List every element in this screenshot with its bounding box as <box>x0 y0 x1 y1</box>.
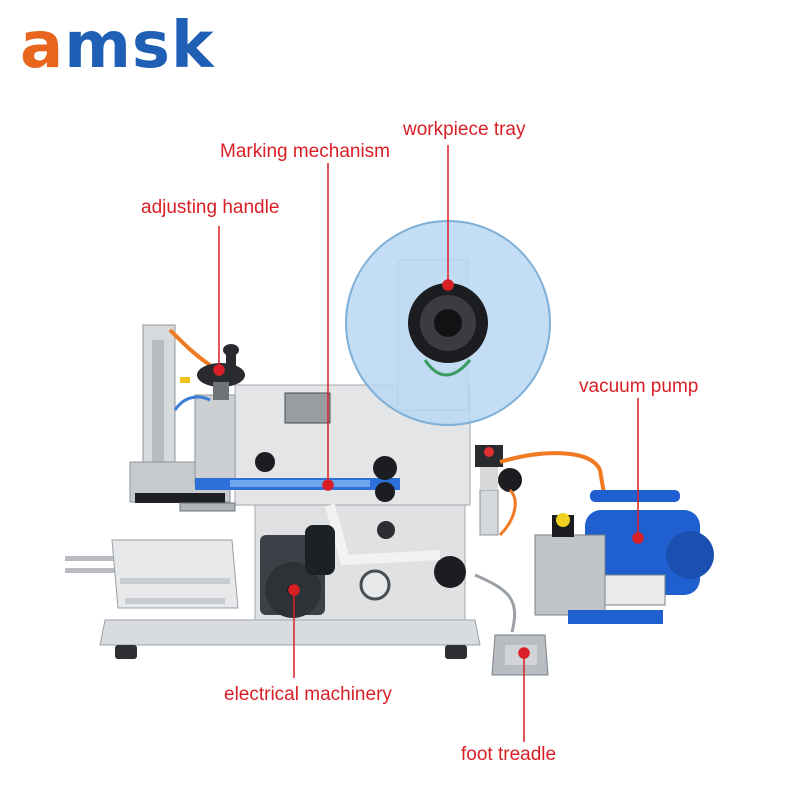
knob-stem <box>226 348 236 368</box>
blue-hose <box>173 395 211 411</box>
label-electrical-machinery: electrical machinery <box>224 684 392 705</box>
backing-paper <box>325 503 441 566</box>
knob-shaft <box>213 382 229 400</box>
pointer-dot-foot-treadle <box>518 647 530 659</box>
pump-hose-orange <box>499 451 607 501</box>
pump-motor <box>585 510 700 595</box>
air-filter-base <box>480 467 498 490</box>
motor-cap <box>305 525 335 575</box>
pump-base <box>568 610 663 624</box>
peel-plate <box>179 502 236 512</box>
head-black-pad <box>135 493 225 503</box>
roller-1 <box>255 452 275 472</box>
pump-body <box>534 534 606 616</box>
roller-3 <box>375 482 395 502</box>
knob-top <box>223 344 239 356</box>
pointer-dot-adjusting-handle <box>213 364 225 376</box>
treadle-cable <box>474 573 517 633</box>
label-foot-treadle: foot treadle <box>461 744 557 765</box>
orange-hose <box>168 328 212 367</box>
roller-6 <box>434 556 466 588</box>
roller-2 <box>373 456 397 480</box>
pointer-dot-marking-mechanism <box>322 479 334 491</box>
air-filter-bowl <box>479 489 499 536</box>
marking-head <box>284 392 331 424</box>
workpiece-table <box>111 539 239 609</box>
air-valve-red <box>484 447 494 457</box>
reel-hub-inner <box>434 309 462 337</box>
label-vacuum-pump: vacuum pump <box>579 376 699 397</box>
pointer-dot-electrical-machinery <box>288 584 300 596</box>
pump-oil-cap-yellow <box>556 513 570 527</box>
pump-handle <box>590 490 680 502</box>
air-regulator <box>498 468 522 492</box>
logo-letter-a: a <box>20 9 65 83</box>
pump-end-cap <box>666 531 714 579</box>
base-foot-right <box>445 645 467 659</box>
pointer-dot-vacuum-pump <box>632 532 644 544</box>
pump-label <box>604 574 666 606</box>
base-foot-left <box>115 645 137 659</box>
label-adjusting-handle: adjusting handle <box>141 197 280 218</box>
brand-logo: amsk <box>20 6 215 86</box>
label-workpiece-tray: workpiece tray <box>403 119 526 140</box>
left-column-inner <box>152 340 164 480</box>
table-bar-2 <box>125 598 225 604</box>
logo-letters-msk: msk <box>64 9 215 83</box>
adjust-block <box>194 394 236 486</box>
pointer-dot-workpiece-tray <box>442 279 454 291</box>
label-marking-mechanism: Marking mechanism <box>220 141 390 162</box>
reel-clip <box>423 359 472 377</box>
roller-5 <box>359 569 391 601</box>
label-strip <box>230 480 370 487</box>
base-plate <box>99 619 481 646</box>
pump-hose-orange-2 <box>498 488 517 537</box>
table-bar <box>120 578 230 584</box>
roller-4 <box>377 521 395 539</box>
